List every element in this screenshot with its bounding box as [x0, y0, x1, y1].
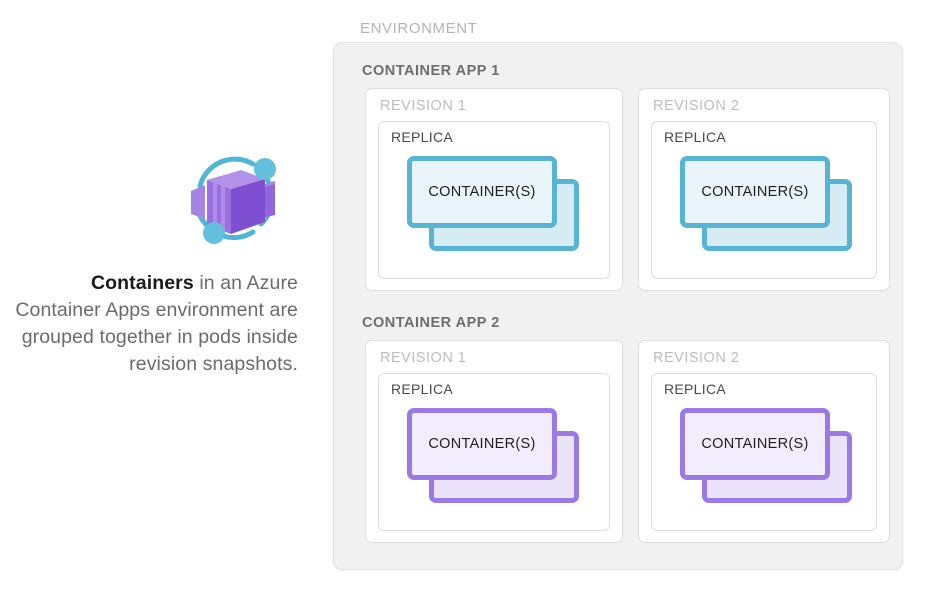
replica-panel: REPLICA CONTAINER(S): [378, 121, 610, 279]
replica-label: REPLICA: [391, 381, 454, 397]
revision-panel: REVISION 1 REPLICA CONTAINER(S): [365, 340, 623, 543]
revision-label: REVISION 1: [380, 350, 467, 366]
container-stack: CONTAINER(S): [680, 408, 855, 506]
container-app-label: CONTAINER APP 2: [362, 315, 500, 331]
replica-label: REPLICA: [664, 381, 727, 397]
revision-panel: REVISION 2 REPLICA CONTAINER(S): [638, 340, 890, 543]
container-card-front: CONTAINER(S): [407, 156, 557, 228]
container-app-block: CONTAINER APP 2 REVISION 1 REPLICA CONTA…: [348, 315, 890, 543]
container-card-front: CONTAINER(S): [680, 408, 830, 480]
caption-text: Containers in an Azure Container Apps en…: [10, 270, 298, 378]
caption-bold-lead: Containers: [90, 272, 194, 294]
container-card-front: CONTAINER(S): [680, 156, 830, 228]
container-label: CONTAINER(S): [428, 184, 536, 200]
replica-label: REPLICA: [391, 129, 454, 145]
azure-container-apps-logo-icon: [183, 148, 287, 252]
revision-panel: REVISION 1 REPLICA CONTAINER(S): [365, 88, 623, 291]
container-stack: CONTAINER(S): [407, 156, 582, 254]
container-label: CONTAINER(S): [428, 436, 536, 452]
caption-column: Containers in an Azure Container Apps en…: [0, 0, 310, 593]
caption-rest: in an Azure Container Apps environment a…: [15, 272, 298, 375]
revision-label: REVISION 2: [653, 350, 740, 366]
replica-panel: REPLICA CONTAINER(S): [651, 121, 877, 279]
environment-diagram: ENVIRONMENT CONTAINER APP 1 REVISION 1 R…: [333, 20, 933, 580]
container-stack: CONTAINER(S): [680, 156, 855, 254]
container-app-block: CONTAINER APP 1 REVISION 1 REPLICA CONTA…: [348, 63, 890, 291]
environment-box: CONTAINER APP 1 REVISION 1 REPLICA CONTA…: [333, 42, 903, 570]
container-label: CONTAINER(S): [701, 436, 809, 452]
container-card-front: CONTAINER(S): [407, 408, 557, 480]
container-stack: CONTAINER(S): [407, 408, 582, 506]
replica-label: REPLICA: [664, 129, 727, 145]
environment-label: ENVIRONMENT: [360, 20, 478, 37]
replica-panel: REPLICA CONTAINER(S): [378, 373, 610, 531]
replica-panel: REPLICA CONTAINER(S): [651, 373, 877, 531]
revision-panel: REVISION 2 REPLICA CONTAINER(S): [638, 88, 890, 291]
revision-label: REVISION 2: [653, 98, 740, 114]
container-app-label: CONTAINER APP 1: [362, 63, 500, 79]
container-label: CONTAINER(S): [701, 184, 809, 200]
revision-label: REVISION 1: [380, 98, 467, 114]
